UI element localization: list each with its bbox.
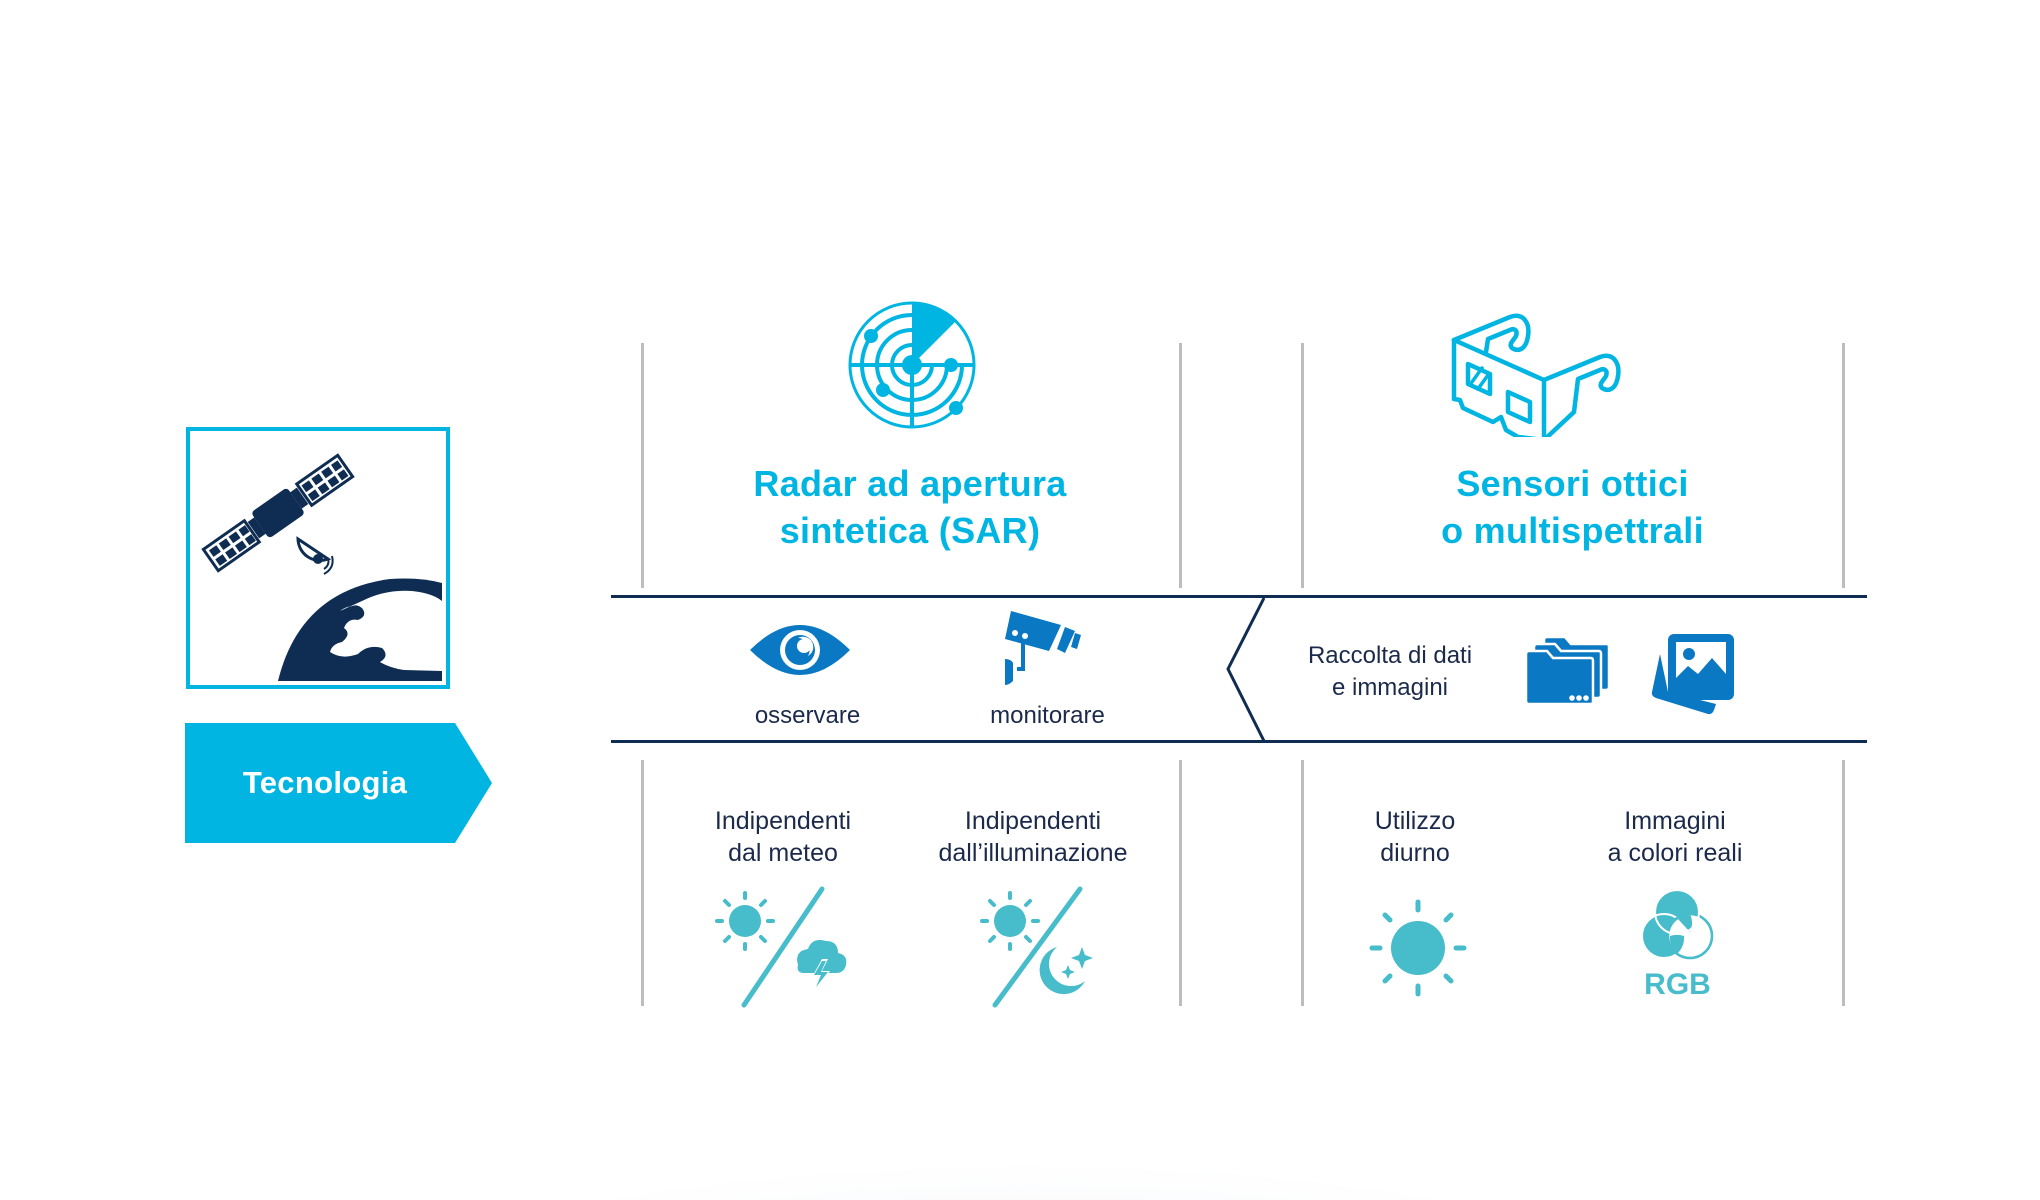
divider [641, 343, 644, 588]
satellite-earth-card [186, 427, 450, 689]
technology-tag: Tecnologia [185, 723, 492, 843]
divider [1179, 343, 1182, 588]
feature-daytime-use: Utilizzo diurno [1335, 805, 1495, 869]
background-glow [215, 1010, 1835, 1200]
images-icon [1651, 634, 1734, 715]
divider [641, 760, 644, 1006]
band-top-line [611, 595, 1867, 598]
satellite-earth-icon [201, 453, 442, 681]
rgb-label: RGB [1644, 968, 1711, 1001]
text-line: Utilizzo [1374, 807, 1456, 835]
arrow-tag-shape [185, 723, 492, 843]
rgb-icon [1641, 889, 1714, 960]
title-line: o multispettrali [1441, 510, 1704, 551]
title-line: Sensori ottici [1456, 463, 1689, 504]
sun-vs-storm-icon [715, 886, 847, 1008]
title-line: sintetica (SAR) [779, 510, 1041, 551]
text-line: Indipendenti [964, 807, 1102, 835]
security-camera-icon [1005, 611, 1081, 685]
text-line: a colori reali [1607, 839, 1743, 867]
label-observe: osservare [754, 702, 861, 729]
data-collection-text: Raccolta di dati e immagini [1270, 640, 1510, 704]
text-line: diurno [1380, 839, 1450, 867]
sun-vs-moon-icon [980, 886, 1093, 1008]
3d-glasses-icon [1451, 313, 1621, 437]
text-line: Raccolta di dati [1307, 642, 1473, 669]
divider [1179, 760, 1182, 1006]
divider [1842, 343, 1845, 588]
feature-light-independent: Indipendenti dall’illuminazione [908, 805, 1158, 869]
text-line: e immagini [1331, 674, 1449, 701]
text-line: dal meteo [728, 839, 838, 867]
text-line: Indipendenti [714, 807, 852, 835]
title-line: Radar ad apertura [753, 463, 1067, 504]
feature-true-color: Immagini a colori reali [1560, 805, 1790, 869]
radar-icon [848, 301, 976, 429]
eye-icon [750, 625, 850, 675]
section-title-sar: Radar ad apertura sintetica (SAR) [660, 460, 1160, 554]
divider [1842, 760, 1845, 1006]
text-line: Immagini [1624, 807, 1726, 835]
divider [1301, 343, 1304, 588]
chevron-left-divider [1226, 597, 1266, 742]
folders-icon [1525, 635, 1610, 705]
text-line: dall’illuminazione [938, 839, 1128, 867]
label-monitor: monitorare [990, 702, 1105, 729]
divider [1301, 760, 1304, 1006]
sun-icon [1369, 899, 1467, 997]
section-title-optical: Sensori ottici o multispettrali [1305, 460, 1840, 554]
feature-weather-independent: Indipendenti dal meteo [678, 805, 888, 869]
band-bottom-line [611, 740, 1867, 743]
tag-label: Tecnologia [242, 765, 408, 800]
